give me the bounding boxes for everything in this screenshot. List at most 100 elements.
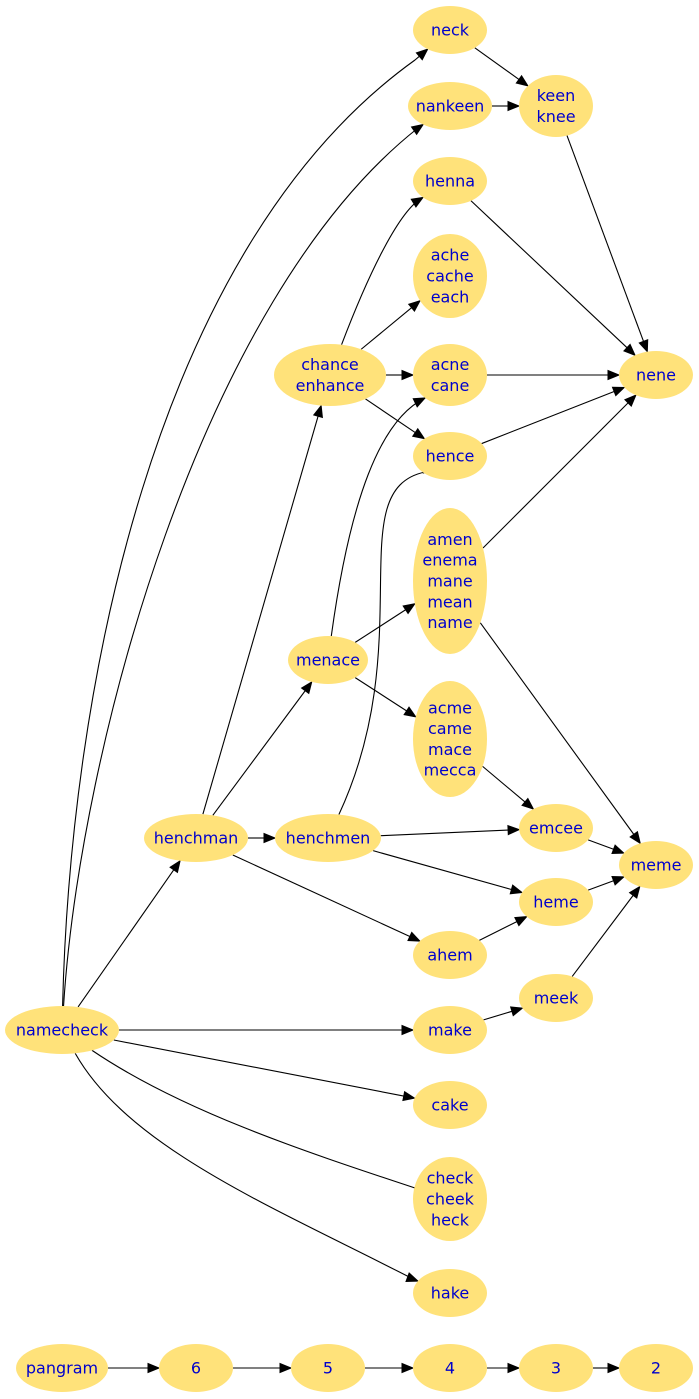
node-label: check [427,1169,475,1188]
arrowhead-icon [169,859,181,874]
edge-line [341,197,423,345]
node-make: make [413,1006,487,1054]
edge-line [470,200,628,349]
node-label: ahem [427,946,472,965]
node-cake: cake [413,1081,487,1129]
edge-line [202,416,319,815]
node-ellipse [413,1344,487,1392]
node-label: 2 [651,1359,661,1378]
arrowhead-icon [514,916,528,927]
node-label: 5 [323,1359,333,1378]
node-label: knee [536,107,575,126]
edge-henchman-to-henchmen [248,832,277,844]
node-ellipse [5,1006,119,1054]
edge-line [77,869,175,1008]
node-label: cane [431,376,470,395]
edge-line [380,829,509,837]
arrowhead-icon [411,427,426,440]
arrowhead-icon [507,1362,521,1374]
arrowhead-icon [415,48,429,61]
arrowhead-icon [401,369,415,381]
edge-menace-to-acme [354,677,417,718]
node-n2: 2 [619,1344,693,1392]
edge-line [232,854,411,938]
node-henchman: henchman [144,814,248,862]
edge-namecheck-to-hake [74,1053,420,1282]
node-nene: nene [619,351,693,399]
node-label: 3 [551,1359,561,1378]
node-ellipse [274,344,386,406]
node-ellipse [519,804,593,852]
edge-namecheck-to-henchman [77,859,181,1008]
node-label: hence [426,447,475,466]
arrowhead-icon [509,1006,524,1017]
node-ellipse [619,841,693,889]
node-meme: meme [619,841,693,889]
arrowhead-icon [507,824,521,836]
arrowhead-icon [312,404,323,419]
node-label: cache [426,267,473,286]
edge-n5-to-n4 [365,1362,415,1374]
node-henchmen: henchmen [275,814,381,862]
node-label: henchman [154,829,239,848]
node-ellipse [275,814,381,862]
node-neck: neck [413,6,487,54]
node-label: mane [427,572,472,591]
edge-henchman-to-menace [212,680,313,816]
edge-meek-to-meme [571,885,641,977]
edge-henchmen-to-heme [372,850,524,895]
node-n6: 6 [159,1344,233,1392]
node-n4: 4 [413,1344,487,1392]
node-label: neck [431,21,470,40]
node-label: each [431,287,470,306]
arrowhead-icon [402,1090,416,1102]
arrowhead-icon [638,339,649,353]
edge-line [571,895,634,977]
node-label: meme [631,856,682,875]
edge-line [113,1039,404,1097]
edge-pangram-to-n6 [108,1362,161,1374]
node-label: acne [431,355,470,374]
arrowhead-icon [410,196,425,208]
node-label: heck [431,1210,470,1229]
edge-n3-to-n2 [593,1362,621,1374]
node-ellipse [159,1344,233,1392]
node-ellipse [413,1269,487,1317]
edge-line [483,1010,513,1021]
node-label: name [427,613,472,632]
node-label: menace [296,651,360,670]
node-ellipse [413,1081,487,1129]
node-label: mace [428,740,472,759]
arrowhead-icon [401,1362,415,1374]
edge-line [481,390,615,445]
node-ellipse [16,1344,108,1392]
edge-chance-to-acne [386,369,415,381]
edge-n6-to-n5 [233,1362,293,1374]
edge-henna-to-nene [470,200,636,357]
edge-ahem-to-heme [479,916,528,941]
edge-acme-to-emcee [482,765,535,810]
edge-line [62,127,419,1007]
node-ellipse [413,6,487,54]
node-meek: meek [519,974,593,1022]
edge-line [354,677,407,712]
node-heme: heme [519,878,593,926]
arrowhead-icon [611,844,626,855]
edge-menace-to-acne [330,397,427,637]
arrowhead-icon [623,343,636,357]
node-namecheck: namecheck [5,1006,119,1054]
node-n3: 3 [519,1344,593,1392]
node-ellipse [519,974,593,1022]
edge-line [482,402,629,549]
edge-namecheck-to-cake [113,1039,416,1102]
node-label: chance [301,355,359,374]
edge-neck-to-keen [474,47,529,87]
edge-line [74,1053,416,1281]
node-ahem: ahem [413,931,487,979]
arrowhead-icon [147,1362,161,1374]
node-label: emcee [529,819,583,838]
node-label: acme [428,698,472,717]
arrowhead-icon [300,680,313,695]
